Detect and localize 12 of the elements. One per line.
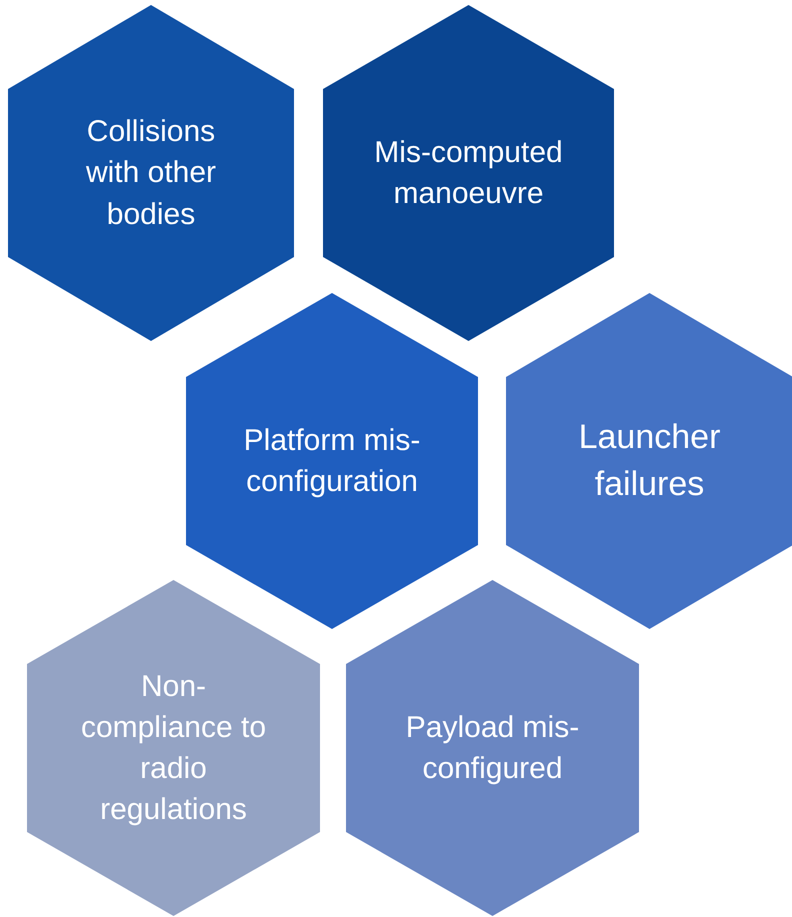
hexagon-label: Collisions with other bodies [84,114,218,233]
hexagon [27,580,320,916]
hexagon-label: Launcher failures [578,417,722,505]
hexagon [506,293,792,629]
hexagon [8,5,294,341]
hexagon-label: Non-compliance to radio regulations [80,668,268,828]
hexagon-label: Payload mis-configured [404,710,580,787]
hexagon [323,5,614,341]
hexagon [186,293,478,629]
hexagon-label: Platform mis-configuration [242,422,422,500]
hexagon-label: Mis-computed manoeuvre [374,134,564,212]
hexagon [346,580,639,916]
